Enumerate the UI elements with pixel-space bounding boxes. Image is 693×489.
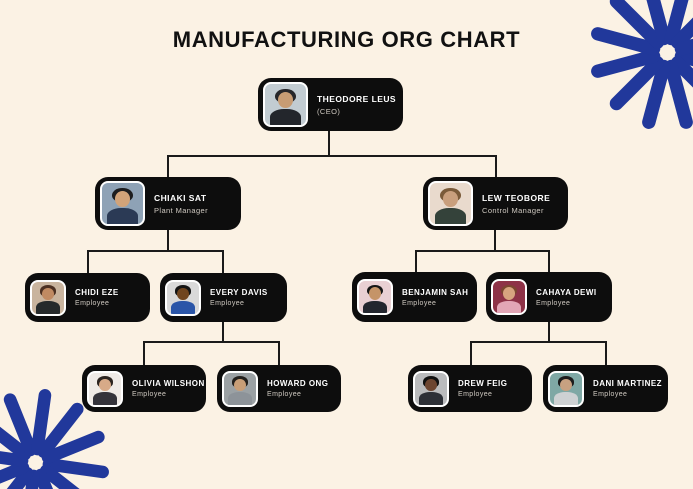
connector-line: [548, 250, 550, 273]
connector-line: [87, 250, 89, 274]
org-card-every-davis: EVERY DAVIS Employee: [160, 273, 287, 322]
avatar-olivia-wilshon: [87, 370, 123, 407]
connector-line: [328, 131, 330, 157]
org-card-olivia-wilshon: OLIVIA WILSHON Employee: [82, 365, 206, 412]
org-card-drew-feig: DREW FEIG Employee: [408, 365, 532, 412]
person-name: DREW FEIG: [458, 379, 508, 388]
person-role: Employee: [267, 391, 302, 398]
avatar-dani-martinez: [548, 370, 584, 407]
person-name: BENJAMIN SAH: [402, 287, 469, 297]
person-name: LEW TEOBORE: [482, 192, 551, 203]
person-name: THEODORE LEUS: [317, 93, 397, 104]
connector-line: [167, 155, 497, 157]
connector-line: [548, 322, 550, 343]
person-name: CHIDI EZE: [75, 288, 119, 297]
avatar-theodore-leus: [263, 82, 308, 127]
org-card-lew-teobore: LEW TEOBORE Control Manager: [423, 177, 568, 230]
connector-line: [470, 341, 607, 343]
person-role: Employee: [75, 300, 110, 307]
person-role: Employee: [402, 299, 437, 307]
person-role: Employee: [593, 391, 628, 398]
connector-line: [143, 341, 145, 366]
connector-line: [495, 155, 497, 178]
avatar-benjamin-sah: [357, 279, 393, 315]
connector-line: [222, 322, 224, 343]
connector-line: [415, 250, 417, 273]
avatar-chiaki-sat: [100, 181, 145, 226]
connector-line: [278, 341, 280, 366]
connector-line: [494, 230, 496, 252]
org-card-cahaya-dewi: CAHAYA DEWI Employee: [486, 272, 612, 322]
avatar-drew-feig: [413, 370, 449, 407]
person-role: Employee: [210, 300, 245, 307]
person-role: Employee: [458, 391, 493, 398]
connector-line: [167, 230, 169, 252]
person-name: CHIAKI SAT: [154, 192, 207, 203]
page-title: MANUFACTURING ORG CHART: [172, 27, 521, 52]
connector-line: [167, 155, 169, 178]
avatar-cahaya-dewi: [491, 279, 527, 315]
avatar-howard-ong: [222, 370, 258, 407]
person-role: Plant Manager: [154, 205, 208, 215]
connector-line: [470, 341, 472, 366]
person-name: OLIVIA WILSHON: [132, 379, 205, 388]
person-role: (CEO): [317, 106, 341, 116]
avatar-chidi-eze: [30, 279, 66, 316]
connector-line: [143, 341, 280, 343]
org-card-theodore-leus: THEODORE LEUS (CEO): [258, 78, 403, 131]
avatar-lew-teobore: [428, 181, 473, 226]
person-name: CAHAYA DEWI: [536, 287, 597, 297]
person-role: Control Manager: [482, 205, 544, 215]
person-name: EVERY DAVIS: [210, 288, 268, 297]
org-card-howard-ong: HOWARD ONG Employee: [217, 365, 341, 412]
connector-line: [222, 250, 224, 274]
person-role: Employee: [536, 299, 571, 307]
connector-line: [605, 341, 607, 366]
connector-line: [415, 250, 550, 252]
connector-line: [87, 250, 224, 252]
starburst-icon: [0, 389, 109, 489]
org-card-chidi-eze: CHIDI EZE Employee: [25, 273, 150, 322]
person-name: DANI MARTINEZ: [593, 379, 662, 388]
org-card-chiaki-sat: CHIAKI SAT Plant Manager: [95, 177, 241, 230]
org-card-dani-martinez: DANI MARTINEZ Employee: [543, 365, 668, 412]
avatar-every-davis: [165, 279, 201, 316]
org-card-benjamin-sah: BENJAMIN SAH Employee: [352, 272, 477, 322]
person-role: Employee: [132, 391, 167, 398]
starburst-icon: [591, 0, 693, 129]
person-name: HOWARD ONG: [267, 379, 329, 388]
